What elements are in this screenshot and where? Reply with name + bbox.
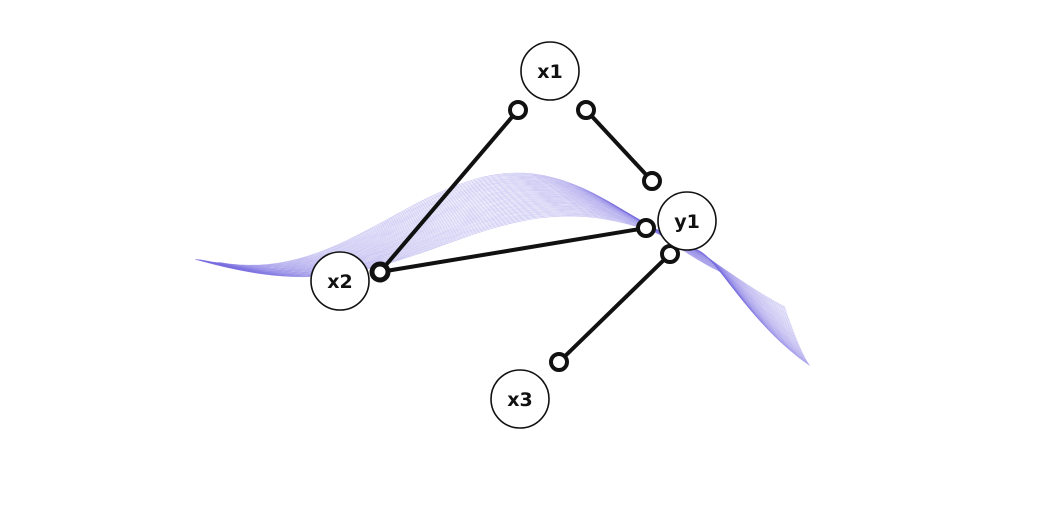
wave-line [216, 178, 807, 361]
wave-line [217, 176, 808, 363]
wave-ribbon-decoration [194, 172, 811, 366]
wave-line [218, 175, 809, 364]
wave-line [218, 174, 809, 365]
edge-endpoint-y1-handle[interactable] [636, 218, 656, 238]
wave-line [209, 190, 800, 347]
edge-endpoint-x3-handle[interactable] [549, 352, 569, 372]
wave-line [219, 173, 810, 366]
wave-line [210, 188, 801, 349]
wave-line [203, 200, 794, 332]
wave-line [207, 193, 798, 343]
wave-line [214, 181, 805, 358]
wave-line [207, 194, 798, 341]
wave-line [208, 191, 800, 345]
node-x1[interactable]: x1 [520, 41, 580, 101]
edge-x2-x1[interactable] [378, 100, 528, 274]
edge-endpoint-x2-handle[interactable] [369, 261, 391, 283]
wave-line [205, 197, 796, 337]
wave-line [212, 184, 804, 354]
node-label-x1: x1 [537, 61, 562, 83]
wave-line [205, 196, 797, 338]
node-y1[interactable]: y1 [657, 191, 717, 251]
wave-line [217, 177, 808, 362]
wave-line [219, 172, 811, 366]
wave-line [215, 180, 806, 359]
edge-x2-y1[interactable] [378, 218, 656, 274]
edge-endpoint-y1-handle[interactable] [660, 244, 680, 264]
wave-line [213, 183, 804, 355]
wave-line [204, 198, 796, 335]
edge-x1-y1[interactable] [576, 100, 662, 191]
edge-x3-y1[interactable] [549, 244, 680, 372]
wave-line [215, 179, 807, 360]
wave-line [208, 192, 799, 344]
wave-line [211, 186, 803, 352]
node-label-x3: x3 [507, 389, 532, 411]
edge-endpoint-x1-handle[interactable] [576, 100, 596, 120]
wave-line [206, 195, 797, 340]
wave-line [204, 199, 795, 334]
wave-line [211, 187, 802, 351]
node-x3[interactable]: x3 [490, 369, 550, 429]
wave-line [214, 182, 805, 357]
wave-line [212, 185, 803, 353]
edge-endpoint-x1-handle[interactable] [508, 100, 528, 120]
edge-endpoint-y1-handle[interactable] [642, 171, 662, 191]
node-x2[interactable]: x2 [310, 251, 370, 311]
node-label-y1: y1 [674, 211, 700, 233]
wave-line [210, 189, 801, 348]
node-label-x2: x2 [327, 271, 352, 293]
